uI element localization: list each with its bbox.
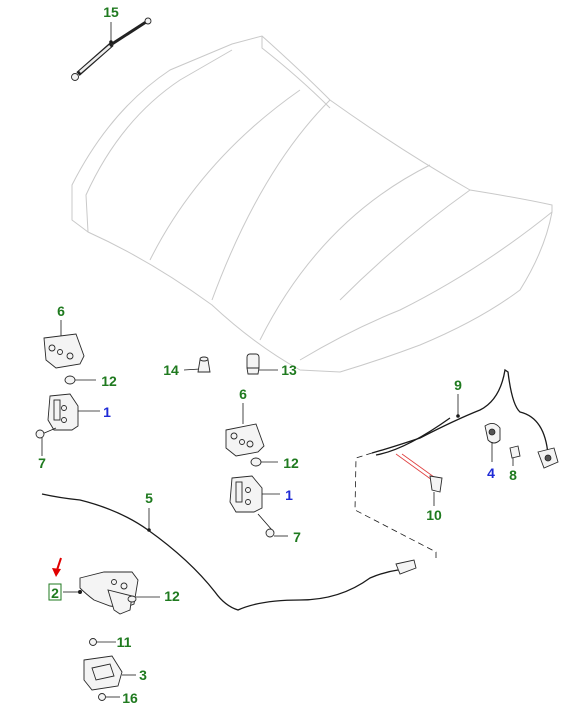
callout-label-15[interactable]: 15 (103, 4, 119, 20)
callout-label-9[interactable]: 9 (454, 377, 462, 393)
callout-label-14[interactable]: 14 (163, 362, 179, 378)
callout-label-5[interactable]: 5 (145, 490, 153, 506)
release-cable-9[interactable] (371, 368, 549, 456)
gas-strut-15[interactable] (71, 17, 152, 81)
callout-label-13[interactable]: 13 (281, 362, 297, 378)
callout-label-16[interactable]: 16 (122, 690, 138, 706)
callout-label-12a[interactable]: 12 (101, 373, 117, 389)
bracket-screw-16[interactable] (98, 693, 121, 701)
callout-label-6b[interactable]: 6 (239, 386, 247, 402)
right-hinge-lower-1[interactable] (229, 475, 280, 513)
callout-label-1b[interactable]: 1 (285, 487, 293, 503)
latch-bracket-3[interactable] (83, 655, 136, 691)
right-hinge-upper-6[interactable] (225, 403, 265, 457)
highlight-arrow (52, 557, 62, 577)
callout-label-10[interactable]: 10 (426, 507, 442, 523)
left-hinge-bolt-12[interactable] (64, 375, 96, 385)
callout-label-11[interactable]: 11 (117, 634, 132, 650)
left-hinge-lower-1[interactable] (47, 393, 100, 431)
hood-latch-2[interactable] (63, 571, 139, 615)
hood-panel (71, 35, 553, 373)
callout-label-7b[interactable]: 7 (293, 529, 301, 545)
hood-lock-striker (537, 447, 559, 469)
callout-label-3[interactable]: 3 (139, 667, 147, 683)
callout-label-8[interactable]: 8 (509, 467, 517, 483)
right-hinge-bolt-12[interactable] (250, 457, 278, 467)
callout-label-2[interactable]: 2 (51, 585, 59, 601)
release-handle-4[interactable] (484, 423, 501, 462)
callout-label-12b[interactable]: 12 (283, 455, 299, 471)
handle-fastener-8[interactable] (509, 445, 521, 466)
callout-label-4[interactable]: 4 (487, 465, 495, 481)
callout-label-6a[interactable]: 6 (57, 303, 65, 319)
bump-stop-14[interactable] (183, 356, 211, 373)
release-cable-5[interactable] (41, 493, 417, 611)
right-hinge-screw-7[interactable] (257, 513, 288, 538)
part-2-highlight-box (48, 583, 62, 601)
left-hinge-upper-6[interactable] (43, 320, 85, 369)
left-hinge-screw-7[interactable] (35, 427, 57, 456)
callout-label-7a[interactable]: 7 (38, 455, 46, 471)
cable-clip-10[interactable] (395, 453, 443, 506)
adjuster-13[interactable] (246, 353, 278, 375)
callout-label-12c[interactable]: 12 (164, 588, 180, 604)
callout-label-1a[interactable]: 1 (103, 404, 111, 420)
latch-bolt-12[interactable] (127, 595, 160, 603)
latch-screw-11[interactable] (89, 638, 117, 646)
